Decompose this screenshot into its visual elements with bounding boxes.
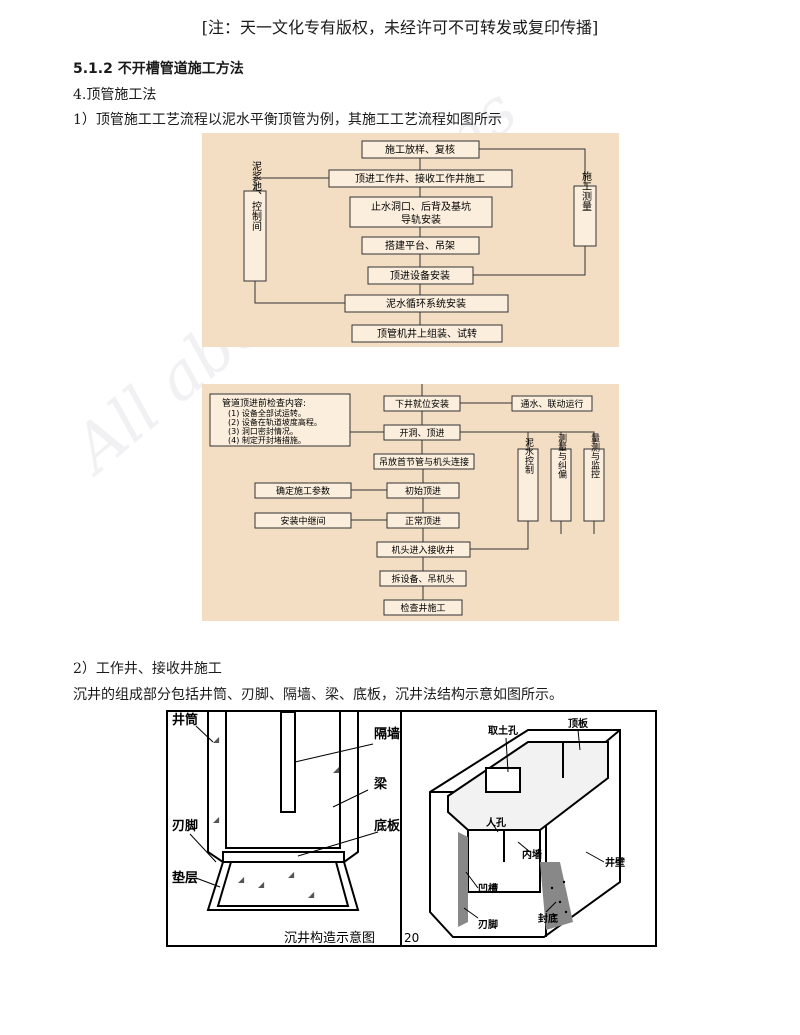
note-title: 管道顶进前检查内容:: [222, 397, 306, 409]
svg-text:◢: ◢: [213, 735, 220, 744]
flow2-col-3: 量测与监控: [589, 433, 600, 479]
note-item-1: (1) 设备全部试运转。: [228, 408, 306, 418]
flow1-step-4: 搭建平台、吊架: [385, 239, 455, 252]
flow2-col-1: 泥水控制: [523, 438, 534, 474]
flow1-step-3b: 导轨安装: [401, 213, 441, 226]
note-item-4: (4) 制定开封堵措施。: [228, 435, 306, 445]
flow2-right-top: 通水、联动运行: [520, 398, 583, 410]
label-dingban: 顶板: [568, 717, 589, 730]
caisson-structure-figure: ◢ ◢ ◢ ◢ ◢ ◢ ◢ 井筒 刃脚 垫层 隔墙 梁 底板 沉井构造示意图 20: [166, 710, 657, 947]
flow2-step-1: 下井就位安装: [395, 398, 449, 410]
paragraph-1: 1）顶管施工工艺流程以泥水平衡顶管为例，其施工工艺流程如图所示: [73, 112, 502, 128]
label-aocao: 凹槽: [478, 882, 498, 895]
paragraph-2: 2）工作井、接收井施工: [73, 661, 222, 677]
subheading: 4.顶管施工法: [73, 87, 157, 103]
label-renkong: 人孔: [486, 816, 506, 829]
flow2-step-6: 机头进入接收井: [391, 544, 454, 556]
flow2-step-5: 正常顶进: [405, 515, 441, 527]
flow2-step-3: 吊放首节管与机头连接: [379, 456, 469, 468]
flow2-step-2: 开洞、顶进: [399, 428, 444, 439]
figure-page-number: 20: [404, 931, 419, 945]
svg-text:◢: ◢: [213, 815, 220, 824]
svg-text:◢: ◢: [258, 880, 265, 889]
svg-text:◢: ◢: [333, 765, 340, 774]
svg-text:◢: ◢: [288, 870, 295, 879]
label-jingbi: 井壁: [605, 856, 625, 869]
label-geqiang: 隔墙: [374, 726, 400, 742]
label-jingtong: 井筒: [172, 712, 198, 728]
label-renjiao: 刃脚: [172, 818, 198, 834]
label-dianceng: 垫层: [172, 870, 198, 886]
svg-text:◢: ◢: [308, 890, 315, 899]
section-heading: 5.1.2 不开槽管道施工方法: [73, 61, 244, 77]
flow1-step-2: 顶进工作井、接收工作井施工: [355, 172, 485, 185]
paragraph-3: 沉井的组成部分包括井筒、刃脚、隔墙、梁、底板，沉井法结构示意如图所示。: [73, 687, 563, 703]
flow1-right-box: 施工测量: [580, 170, 592, 211]
flow1-step-1: 施工放样、复核: [385, 143, 455, 156]
flow1-step-5: 顶进设备安装: [390, 269, 450, 282]
svg-text:◢: ◢: [238, 875, 245, 884]
flow2-col-2: 测量与纠偏: [556, 433, 567, 479]
flow1-step-7: 顶管机井上组装、试转: [377, 327, 477, 340]
flow1-step-6: 泥水循环系统安装: [386, 297, 466, 310]
figure-caption: 沉井构造示意图: [284, 930, 375, 945]
note-item-2: (2) 设备在轨道坡度高程。: [228, 417, 322, 427]
flow2-step-4: 初始顶进: [405, 485, 441, 497]
flowchart-jacking: 管道顶进前检查内容: (1) 设备全部试运转。 (2) 设备在轨道坡度高程。 (…: [202, 384, 619, 621]
flow2-step-8: 检查井施工: [400, 602, 445, 614]
label-liang: 梁: [373, 776, 388, 792]
flowchart-2-svg: 管道顶进前检查内容: (1) 设备全部试运转。 (2) 设备在轨道坡度高程。 (…: [209, 384, 605, 616]
label-diban: 底板: [374, 818, 401, 834]
flow2-left-box-1: 确定施工参数: [276, 485, 330, 497]
note-item-3: (3) 洞口密封情况。: [228, 426, 298, 436]
caisson-figure-svg: ◢ ◢ ◢ ◢ ◢ ◢ ◢ 井筒 刃脚 垫层 隔墙 梁 底板 沉井构造示意图 20: [172, 712, 625, 945]
label-qutukong: 取土孔: [488, 724, 518, 737]
copyright-notice: [注：天一文化专有版权，未经许可不可转发或复印传播]: [201, 18, 599, 37]
flowchart-1-svg: 施工放样、复核 顶进工作井、接收工作井施工 止水洞口、后背及基坑 导轨安装 搭建…: [243, 140, 597, 343]
label-renjiao-right: 刃脚: [478, 918, 498, 931]
flow2-left-box-2: 安装中继间: [280, 515, 325, 527]
flow1-step-3a: 止水洞口、后背及基坑: [371, 200, 471, 213]
flowchart-preparation: 施工放样、复核 顶进工作井、接收工作井施工 止水洞口、后背及基坑 导轨安装 搭建…: [202, 133, 619, 347]
label-fengdi: 封底: [538, 912, 558, 925]
flow1-left-box: 泥浆池、控制间: [250, 160, 262, 232]
label-neiqiang: 内墙: [522, 848, 542, 861]
flow2-step-7: 拆设备、吊机头: [391, 573, 454, 585]
